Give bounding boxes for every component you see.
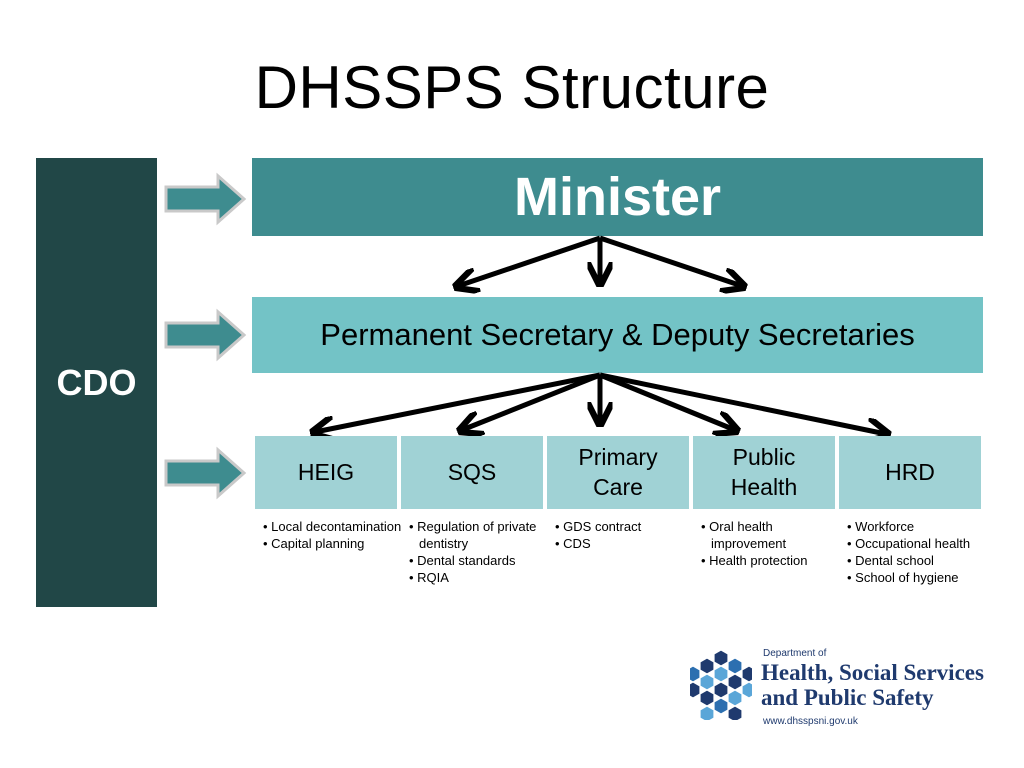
list-item: CDS <box>555 535 697 552</box>
list-item: RQIA <box>409 569 551 586</box>
secretaries-box: Permanent Secretary & Deputy Secretaries <box>252 297 983 373</box>
unit-notes-primary-care: GDS contract CDS <box>555 518 697 552</box>
connector-arrow <box>599 235 742 286</box>
list-item: Local decontamination <box>263 518 405 535</box>
unit-label: HEIG <box>297 458 355 485</box>
unit-box-sqs: SQS <box>401 436 543 509</box>
logo-name-line1: Health, Social Services <box>761 660 984 685</box>
list-item: Dental school <box>847 552 989 569</box>
arrow-to-minister-icon <box>164 172 248 226</box>
cdo-label: CDO <box>56 361 137 403</box>
unit-notes-sqs: Regulation of private dentistry Dental s… <box>409 518 551 586</box>
unit-label: Primary Care <box>578 443 658 500</box>
unit-notes-public-health: Oral health improvement Health protectio… <box>701 518 843 569</box>
list-item: Occupational health <box>847 535 989 552</box>
slide-title: DHSSPS Structure <box>254 54 770 121</box>
secretaries-label: Permanent Secretary & Deputy Secretaries <box>320 317 915 352</box>
connector-arrow <box>462 372 601 430</box>
department-logo: Department of Health, Social Services an… <box>690 648 990 732</box>
unit-box-public-health: Public Health <box>693 436 835 509</box>
connector-arrow <box>458 235 601 286</box>
unit-notes-hrd: Workforce Occupational health Dental sch… <box>847 518 989 586</box>
list-item: Workforce <box>847 518 989 535</box>
connector-arrow <box>599 372 886 434</box>
arrow-to-units-icon <box>164 446 248 500</box>
connector-arrow <box>599 372 735 430</box>
arrow-to-secretaries-icon <box>164 308 248 362</box>
logo-name-line2: and Public Safety <box>761 685 934 710</box>
connector-arrow <box>315 372 601 432</box>
list-item: Dental standards <box>409 552 551 569</box>
minister-label: Minister <box>513 167 722 227</box>
minister-box: Minister <box>252 158 983 236</box>
unit-label: HRD <box>885 458 935 485</box>
unit-notes-heig: Local decontamination Capital planning <box>263 518 405 552</box>
unit-box-heig: HEIG <box>255 436 397 509</box>
list-item: Oral health improvement <box>701 518 843 552</box>
list-item: School of hygiene <box>847 569 989 586</box>
hexagon-cluster-icon <box>690 649 752 720</box>
unit-box-hrd: HRD <box>839 436 981 509</box>
list-item: Regulation of private dentistry <box>409 518 551 552</box>
unit-label: Public Health <box>730 443 798 500</box>
list-item: Health protection <box>701 552 843 569</box>
unit-label: SQS <box>447 458 497 485</box>
unit-box-primary-care: Primary Care <box>547 436 689 509</box>
cdo-bar: CDO <box>36 158 157 607</box>
logo-url: www.dhsspsni.gov.uk <box>763 716 858 727</box>
list-item: GDS contract <box>555 518 697 535</box>
list-item: Capital planning <box>263 535 405 552</box>
logo-department: Department of <box>763 648 827 659</box>
